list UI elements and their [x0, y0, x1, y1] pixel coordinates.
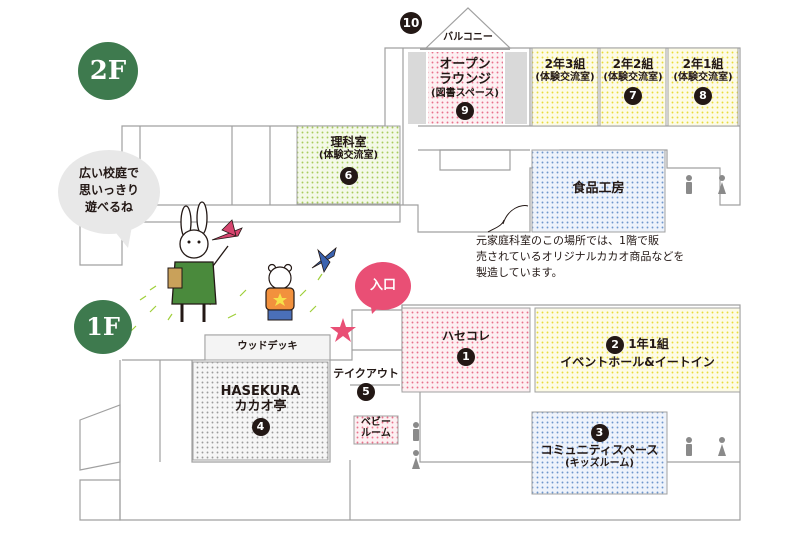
room-number-badge: 3 — [590, 424, 609, 442]
pointer-line — [502, 205, 529, 225]
room-class22-area — [599, 47, 667, 127]
note-line-2: 売されているオリジナルカカオ商品などを — [476, 249, 685, 263]
floor-badge-2f: 2F — [78, 42, 138, 100]
bubble-line-3: 遊べるね — [84, 200, 133, 214]
class22-name: 2年2組 — [612, 57, 654, 71]
room-label-class22[interactable]: 2年2組 (体験交流室) 7 — [600, 57, 666, 106]
toilet-icon — [686, 175, 726, 194]
room-number-badge: 6 — [339, 167, 358, 186]
room-label-community[interactable]: 3 コミュニティスペース (キッズルーム) — [532, 424, 667, 469]
room-label-hasekore[interactable]: ハセコレ 1 — [402, 329, 530, 366]
entrance-badge[interactable]: 入口 — [355, 262, 411, 310]
room-science-area — [296, 125, 401, 205]
room-number-badge: 1 — [457, 347, 475, 366]
room-number-badge: 10 — [400, 12, 422, 34]
room-event-area — [534, 307, 741, 393]
lounge-sub: (図書スペース) — [431, 87, 499, 99]
room-label-food[interactable]: 食品工房 — [572, 181, 625, 196]
room-label-balcony[interactable]: バルコニー — [443, 32, 493, 43]
food-studio-note: 元家庭科室のこの場所では、1階で販 売されているオリジナルカカオ商品などを 製造… — [476, 233, 684, 281]
cacao-name-2: カカオ亭 — [234, 398, 287, 414]
class23-name: 2年3組 — [544, 57, 586, 71]
science-sub: (体験交流室) — [318, 149, 379, 161]
baby-name-1: ベビー — [361, 417, 391, 428]
room-label-lounge[interactable]: オープン ラウンジ (図書スペース) 9 — [424, 57, 506, 121]
room-label-class21[interactable]: 2年1組 (体験交流室) 8 — [668, 57, 738, 106]
room-label-event[interactable]: 2 1年1組 イベントホール&イートイン — [535, 336, 740, 370]
toilet-icon — [412, 422, 726, 469]
lounge-name-1: オープン — [439, 57, 491, 72]
room-label-takeout[interactable]: テイクアウト 5 — [330, 367, 402, 401]
hasekore-name: ハセコレ — [441, 329, 490, 343]
room-class21-area — [667, 47, 739, 127]
room-class23-area — [531, 47, 599, 127]
event-name-1: 1年1組 — [628, 337, 669, 351]
event-name-2: イベントホール&イートイン — [560, 355, 715, 369]
lounge-name-2: ラウンジ — [438, 71, 491, 87]
speech-bubble: 広い校庭で 思いっきり 遊べるね — [58, 150, 160, 234]
note-line-1: 元家庭科室のこの場所では、1階で販 — [476, 234, 659, 247]
room-number-badge: 5 — [357, 382, 375, 401]
room-label-science[interactable]: 理科室 (体験交流室) 6 — [297, 135, 400, 186]
bubble-line-2: 思いっきり — [78, 183, 139, 197]
entrance-star-icon — [330, 318, 356, 342]
floor-badge-1f: 1F — [74, 300, 132, 354]
takeout-name: テイクアウト — [333, 367, 399, 380]
room-label-wooddeck[interactable]: ウッドデッキ — [237, 341, 298, 352]
rabbit-character-icon — [167, 201, 229, 322]
toy-plane-icon — [311, 246, 337, 274]
toy-plane-icon — [211, 219, 243, 241]
note-line-3: 製造しています。 — [476, 265, 563, 279]
room-cacao-area — [192, 361, 329, 461]
room-label-class23[interactable]: 2年3組 (体験交流室) — [532, 57, 598, 83]
room-label-baby[interactable]: ベビー ルーム — [354, 417, 398, 439]
class22-sub: (体験交流室) — [603, 71, 663, 83]
room-balcony-area — [420, 48, 510, 50]
baby-name-2: ルーム — [361, 428, 391, 439]
room-baby-area — [353, 415, 399, 445]
cacao-name-1: HASEKURA — [220, 384, 301, 399]
bear-character-icon — [265, 263, 295, 321]
room-label-cacao[interactable]: HASEKURA カカオ亭 4 — [193, 384, 328, 436]
community-name: コミュニティスペース — [540, 443, 659, 457]
science-name: 理科室 — [330, 135, 367, 149]
room-wooddeck-area — [204, 334, 331, 361]
room-number-badge: 7 — [624, 87, 642, 106]
room-food-area — [531, 149, 666, 233]
class23-sub: (体験交流室) — [535, 71, 595, 83]
class21-name: 2年1組 — [682, 57, 724, 71]
room-number-badge: 4 — [251, 417, 270, 436]
room-number-badge: 2 — [606, 336, 625, 354]
community-sub: (キッズルーム) — [565, 457, 634, 469]
bubble-line-1: 広い校庭で — [78, 166, 139, 180]
room-number-badge: 8 — [694, 87, 712, 106]
room-number-badge: 9 — [456, 102, 474, 121]
class21-sub: (体験交流室) — [673, 71, 733, 83]
